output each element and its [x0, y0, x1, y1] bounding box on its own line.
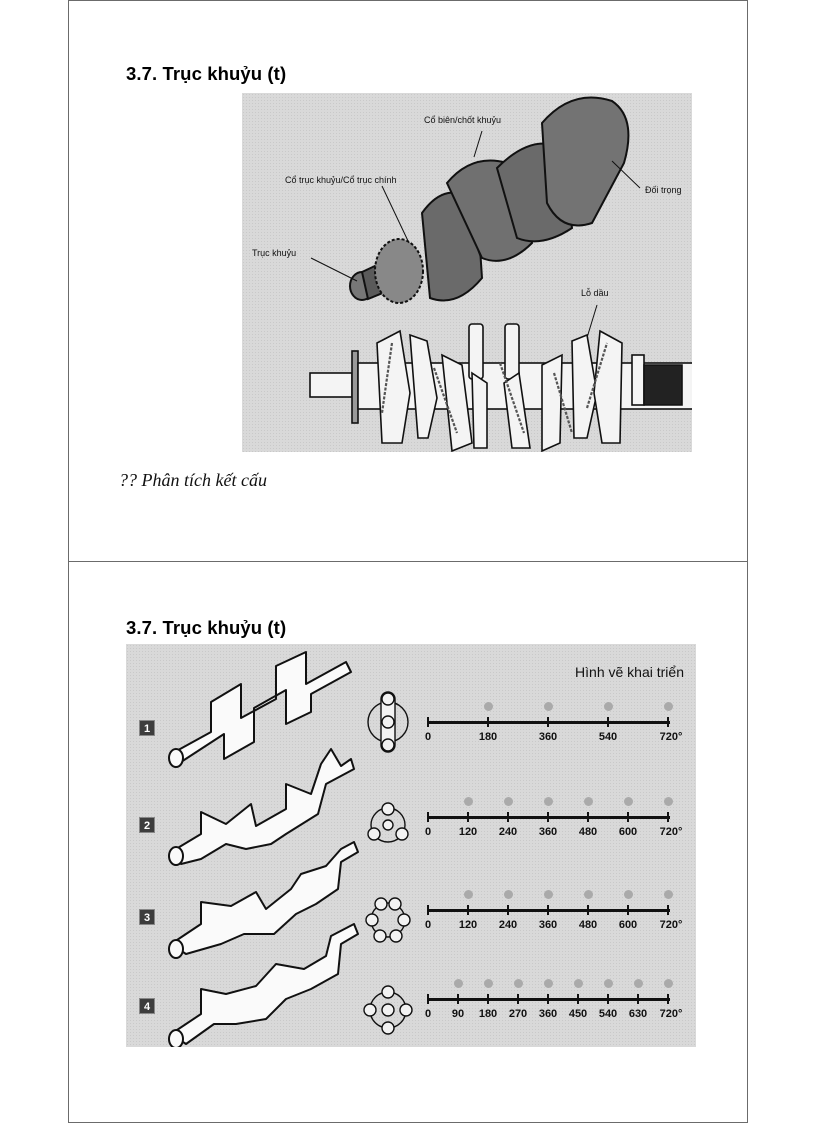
- label-main-journal: Cổ trục khuỷu/Cổ trục chính: [285, 175, 397, 185]
- tick-label: 540: [598, 1008, 618, 1020]
- crankshaft-drawing: [309, 96, 692, 452]
- tick-label: 720°: [659, 919, 683, 931]
- tick-label: 0: [424, 731, 432, 743]
- tick-label: 720°: [659, 731, 683, 743]
- row-number-badge: 3: [139, 909, 155, 925]
- slide-2: 3.7. Trục khuỷu (t) Hình vẽ khai triển: [68, 561, 748, 1123]
- tick-label: 270: [508, 1008, 528, 1020]
- label-crankshaft: Trục khuỷu: [252, 248, 297, 258]
- tick-label: 540: [598, 731, 618, 743]
- row-number-badge: 4: [139, 998, 155, 1014]
- tick-label: 0: [424, 826, 432, 838]
- tick-label: 360: [538, 1008, 558, 1020]
- tick-label: 0: [424, 919, 432, 931]
- tick-label: 720°: [659, 1008, 683, 1020]
- tick-label: 360: [538, 826, 558, 838]
- tick-label: 120: [458, 919, 478, 931]
- label-counterweight: Đối trọng: [645, 185, 682, 195]
- tick-label: 480: [578, 919, 598, 931]
- tick-label: 120: [458, 826, 478, 838]
- tick-label: 0: [424, 1008, 432, 1020]
- row-number-badge: 2: [139, 817, 155, 833]
- crankshaft-sketches: [168, 651, 359, 1047]
- crankshaft-illustration: Cổ biên/chốt khuỷu Cổ trục khuỷu/Cổ trục…: [242, 93, 692, 452]
- tick-label: 360: [538, 731, 558, 743]
- tick-label: 240: [498, 826, 518, 838]
- crank-arrangement-diagram: Hình vẽ khai triển 1 2 3 4: [126, 644, 696, 1047]
- tick-label: 90: [451, 1008, 465, 1020]
- tick-label: 600: [618, 919, 638, 931]
- tick-label: 180: [478, 731, 498, 743]
- tick-label: 180: [478, 1008, 498, 1020]
- label-crankpin: Cổ biên/chốt khuỷu: [424, 115, 502, 125]
- slide-1: 3.7. Trục khuỷu (t): [68, 0, 748, 562]
- tick-label: 630: [628, 1008, 648, 1020]
- slide-title: 3.7. Trục khuỷu (t): [126, 63, 287, 84]
- tick-label: 240: [498, 919, 518, 931]
- tick-label: 600: [618, 826, 638, 838]
- tick-label: 450: [568, 1008, 588, 1020]
- label-oil-hole: Lỗ dầu: [581, 288, 609, 298]
- tick-label: 480: [578, 826, 598, 838]
- slide-title: 3.7. Trục khuỷu (t): [126, 617, 287, 638]
- development-diagram-heading: Hình vẽ khai triển: [575, 664, 684, 680]
- tick-label: 720°: [659, 826, 683, 838]
- tick-label: 360: [538, 919, 558, 931]
- row-number-badge: 1: [139, 720, 155, 736]
- caption: ?? Phân tích kết cấu: [119, 470, 267, 490]
